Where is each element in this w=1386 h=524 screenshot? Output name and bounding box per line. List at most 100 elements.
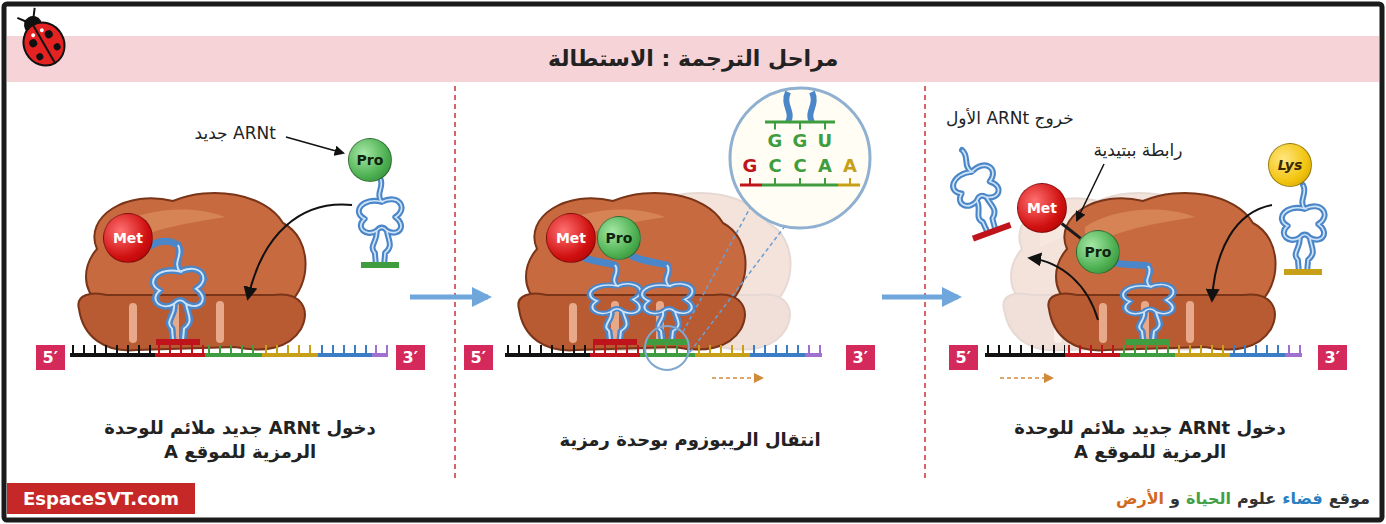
mrna-strand	[1233, 345, 1285, 355]
ladybug-icon	[43, 29, 54, 40]
trna-pro	[645, 339, 689, 345]
mrna-strand	[70, 353, 155, 357]
strand-end-tag: 5′	[464, 345, 493, 370]
base-letter: G	[768, 129, 783, 153]
zoom-callout	[645, 88, 870, 370]
mrna-strand	[1175, 353, 1230, 357]
amino-acid-circle: Lys	[1268, 143, 1312, 187]
trna-pro	[1112, 262, 1173, 345]
trna-lys	[1284, 269, 1322, 275]
zoom-callout	[749, 178, 751, 184]
mrna-strand	[1230, 353, 1285, 357]
ladybug-icon	[9, 3, 73, 73]
base-letter: C	[769, 154, 782, 178]
ribosome	[1048, 193, 1275, 350]
zoom-callout	[645, 326, 689, 370]
mrna-strand	[750, 353, 805, 357]
mrna-strand	[1178, 345, 1230, 355]
mrna-strand	[321, 345, 372, 355]
ribosome	[1048, 193, 1275, 350]
footer-word: علوم	[1237, 489, 1276, 508]
footer-credit: موقعفضاءعلومالحياةوالأرض	[1116, 489, 1370, 508]
panel-divider	[924, 86, 926, 478]
trna-met	[585, 258, 615, 265]
footer-word: فضاء	[1282, 489, 1322, 508]
trna-exiting	[942, 143, 1013, 242]
zoom-callout	[786, 92, 813, 122]
zoom-callout	[774, 123, 827, 130]
zoom-callout	[683, 208, 785, 352]
zoom-callout	[774, 178, 827, 184]
ladybug-icon	[16, 15, 73, 73]
ladybug-icon	[35, 52, 45, 62]
node-text: 3′	[853, 348, 868, 367]
trna-pro	[359, 178, 402, 268]
mrna-strand	[70, 350, 388, 355]
trna-exiting	[942, 143, 1011, 237]
trna-met	[156, 339, 200, 345]
ladybug-icon	[30, 33, 35, 38]
trna-pro	[1112, 262, 1148, 266]
trna-met	[153, 245, 203, 340]
strand-end-tag: 5′	[36, 345, 65, 370]
trna-pro	[632, 256, 667, 265]
mrna-strand	[1123, 345, 1175, 355]
node-text: EspaceSVT.com	[23, 488, 179, 509]
callout-label: خروج ARNt الأول	[946, 107, 1074, 130]
trna-met	[150, 241, 203, 345]
entry-arrow	[248, 205, 352, 298]
trna-pro	[1126, 339, 1170, 345]
title-band	[7, 36, 1379, 82]
node-text: Pro	[1085, 244, 1112, 260]
ribosome	[518, 193, 745, 350]
mrna-strand	[372, 353, 388, 357]
strand-end-tag: 3′	[846, 345, 875, 370]
mrna-strand	[1120, 353, 1175, 357]
node-text: Pro	[357, 152, 384, 168]
peptide-bond	[1062, 223, 1081, 238]
footer-word: الحياة	[1186, 489, 1231, 508]
node-text: 3′	[403, 348, 418, 367]
step-arrow	[882, 295, 958, 300]
mrna-strand	[507, 345, 590, 355]
node-text: Met	[1027, 200, 1057, 216]
mrna-strand	[505, 353, 590, 357]
strand-end-tag: 5′	[949, 345, 978, 370]
node-text: Lys	[1278, 157, 1303, 173]
ladybug-icon	[39, 28, 44, 33]
ladybug-icon	[52, 42, 62, 52]
trna-met	[593, 339, 637, 345]
trna-lys	[1282, 185, 1325, 270]
amino-acid-circle: Met	[1017, 183, 1067, 233]
ribosome	[78, 193, 305, 350]
trna-pro	[359, 178, 402, 263]
trna-met	[150, 241, 178, 246]
step-caption: دخول ARNt جديد ملائم للوحدة الرمزية للمو…	[75, 416, 405, 465]
callout-label: رابطة ببتيدية	[1094, 139, 1183, 162]
base-letter: U	[818, 129, 833, 153]
mrna-strand	[753, 345, 805, 355]
ladybug-icon	[28, 38, 39, 49]
mrna-strand	[593, 345, 640, 355]
panel-divider	[454, 86, 456, 478]
node-text: Pro	[606, 230, 633, 246]
mrna-strand	[505, 350, 822, 355]
mrna-strand	[72, 345, 155, 355]
mrna-strand	[375, 345, 388, 355]
base-letter: C	[794, 154, 807, 178]
entry-arrow	[1212, 205, 1272, 300]
step-caption: انتقال الريبوزوم بوحدة رمزية	[560, 428, 821, 452]
frame	[4, 4, 1382, 520]
trna-pro	[361, 262, 399, 268]
base-letter: A	[818, 154, 832, 178]
shift-arrow	[712, 377, 762, 379]
panel-divider	[455, 86, 925, 478]
strand-end-tag: 3′	[396, 345, 425, 370]
node-text: Met	[556, 230, 586, 246]
mrna-strand	[265, 345, 318, 355]
node-text: Met	[113, 230, 143, 246]
node-text: 5′	[471, 348, 486, 367]
footer-word: الأرض	[1116, 489, 1164, 508]
leader-line	[1077, 164, 1104, 220]
trna-met	[585, 258, 640, 345]
